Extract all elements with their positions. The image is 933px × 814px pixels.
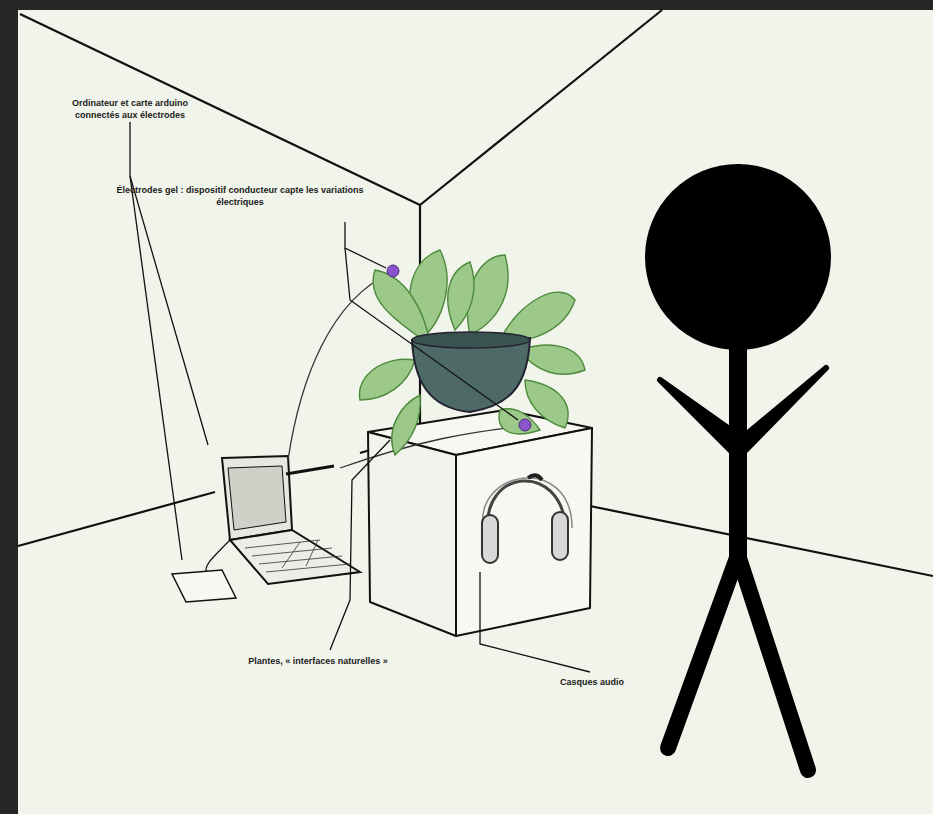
- arduino-board: [172, 570, 236, 602]
- electrode: [387, 265, 399, 277]
- frame: [0, 0, 18, 814]
- callout-label: Électrodes gel : dispositif conducteur c…: [115, 184, 365, 208]
- frame: [0, 0, 933, 10]
- plant: [359, 250, 585, 455]
- electrode: [519, 419, 531, 431]
- callout-label: Plantes, « interfaces naturelles »: [218, 655, 418, 667]
- callout-label: Casques audio: [537, 676, 647, 688]
- headphones: [482, 475, 572, 563]
- leader-lines: [130, 122, 590, 672]
- stick-figure: [645, 164, 831, 770]
- laptop: [172, 456, 360, 602]
- callout-label: Ordinateur et carte arduino connectés au…: [55, 97, 205, 121]
